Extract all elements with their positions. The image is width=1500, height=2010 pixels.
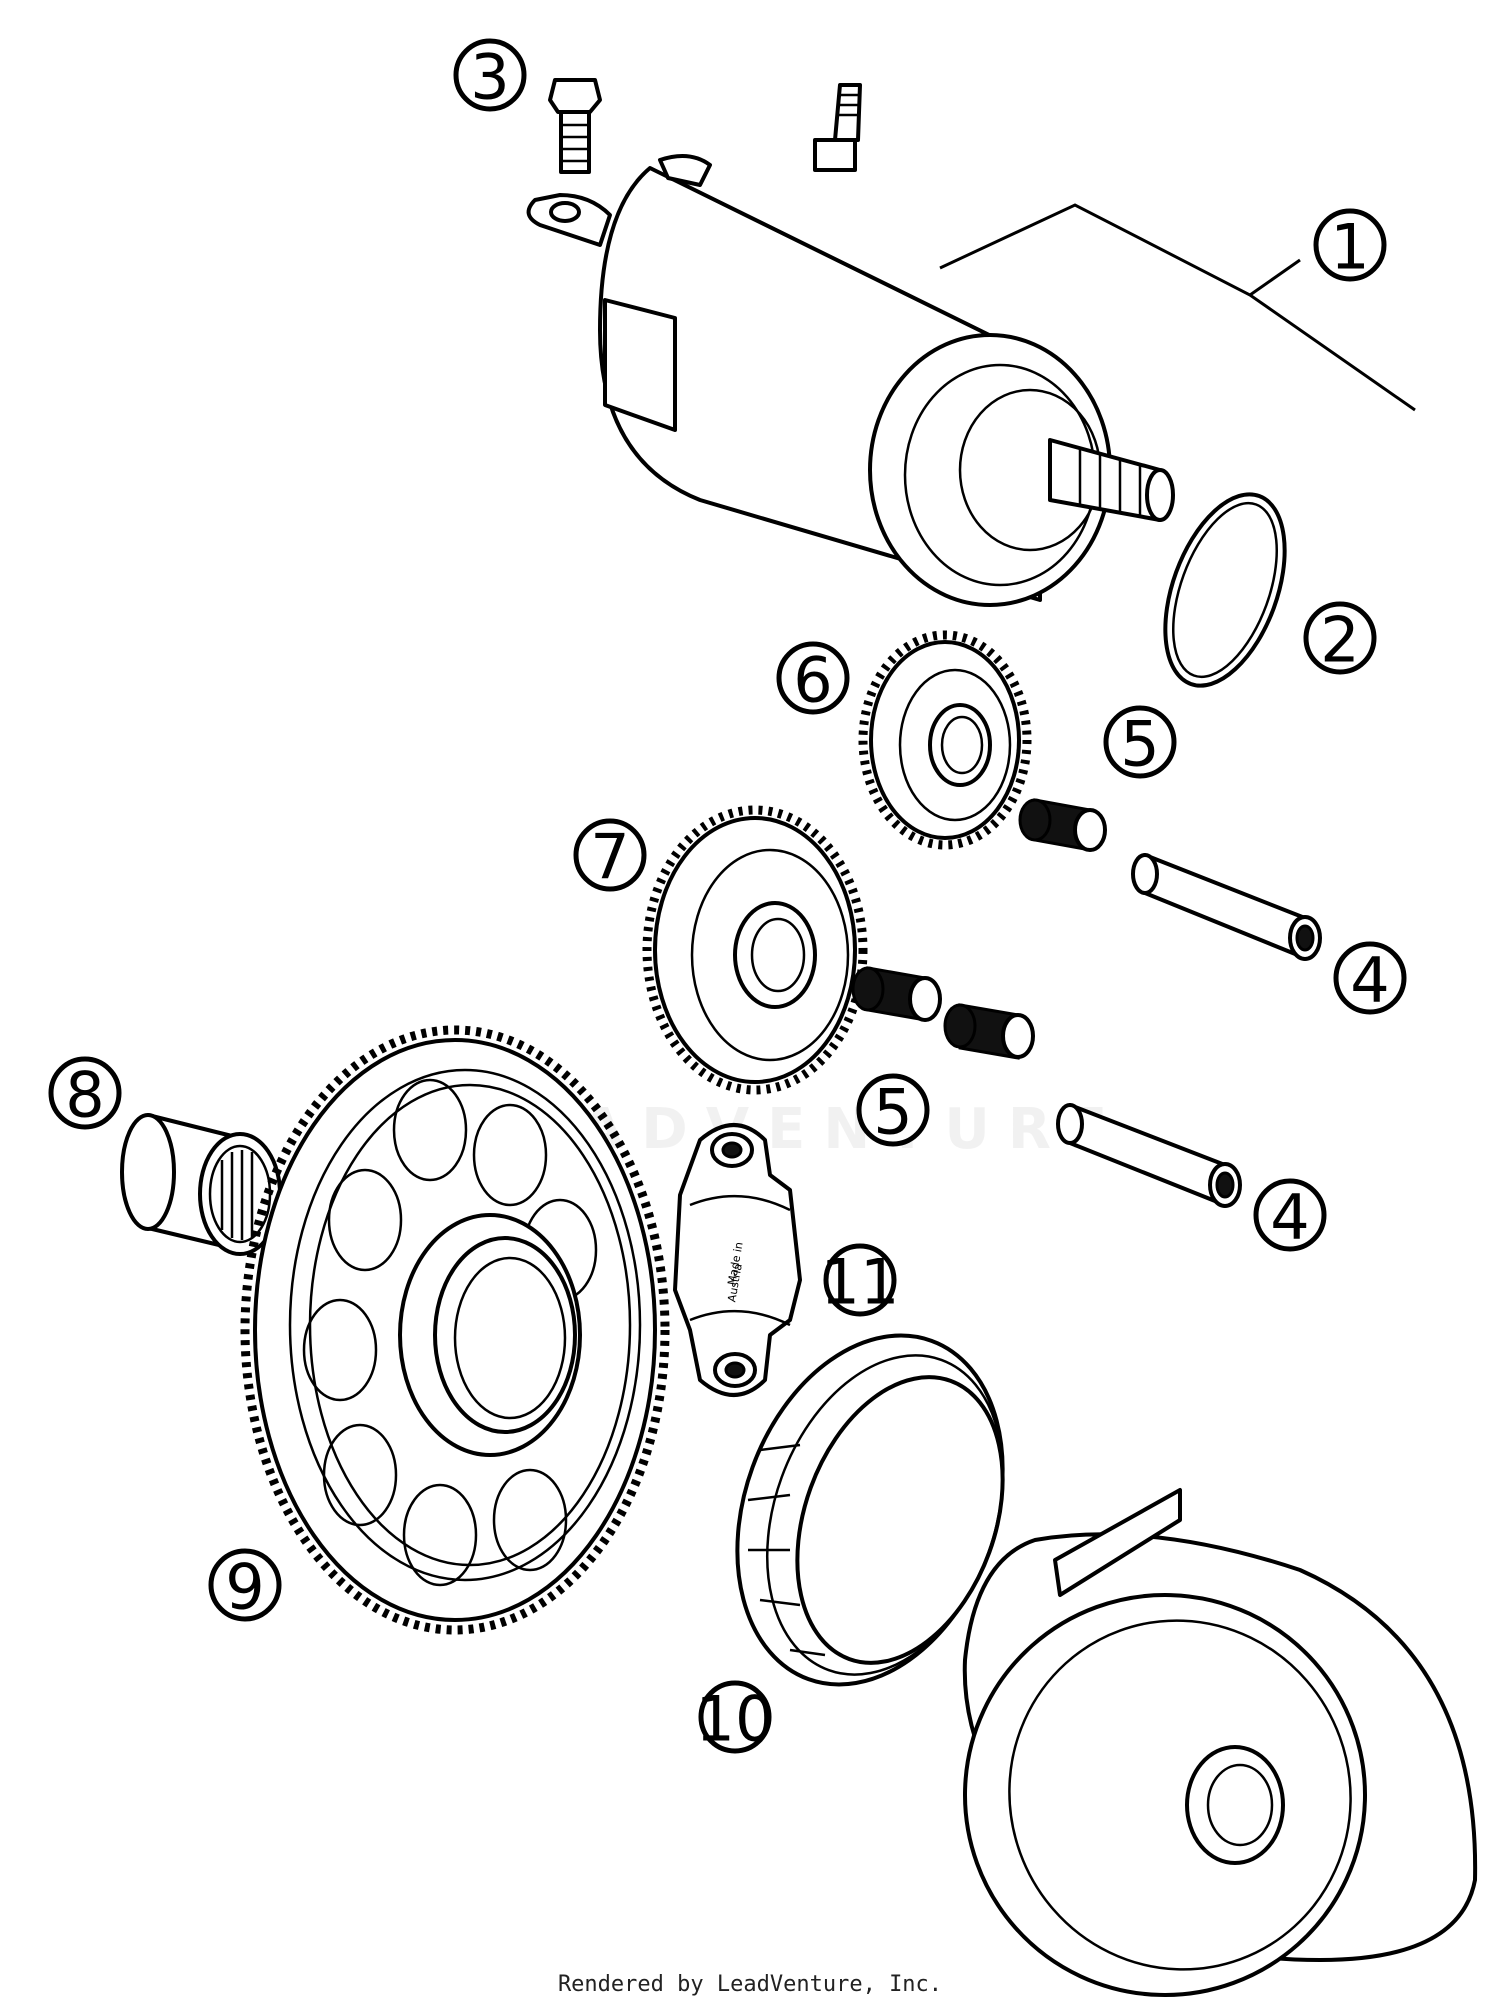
svg-text:4: 4 [1270,1181,1309,1254]
pins [1056,853,1322,1208]
svg-text:9: 9 [225,1551,264,1624]
callout-3: 3 [453,38,527,114]
svg-text:5: 5 [1120,708,1159,781]
callout-4-upper: 4 [1333,941,1407,1017]
callout-4-lower: 4 [1253,1178,1327,1254]
roller-bearing [120,1113,282,1256]
bolt [548,78,602,174]
svg-text:6: 6 [793,644,832,717]
starter-motor [526,83,1416,607]
svg-text:10: 10 [696,1683,775,1756]
callout-6: 6 [776,641,850,717]
callout-11: 11 [821,1243,900,1319]
svg-text:5: 5 [873,1076,912,1149]
bracket-plate: Made in Austria [673,1123,802,1397]
svg-text:3: 3 [470,41,509,114]
callout-8: 8 [48,1056,122,1132]
callout-5-lower: 5 [856,1073,930,1149]
o-ring [1163,492,1287,688]
medium-idler-gear [642,805,868,1095]
callout-9: 9 [208,1548,282,1624]
callout-7: 7 [573,818,647,894]
svg-text:7: 7 [590,821,629,894]
svg-text:4: 4 [1350,944,1389,1017]
svg-text:1: 1 [1330,211,1369,284]
credit-footer: Rendered by LeadVenture, Inc. [557,1972,943,1997]
svg-text:11: 11 [821,1246,900,1319]
callout-10: 10 [696,1680,775,1756]
callout-5-upper: 5 [1103,705,1177,781]
freewheel-ring [735,1333,1005,1687]
svg-text:8: 8 [65,1059,104,1132]
callout-1: 1 [1313,208,1387,284]
callout-2: 2 [1303,601,1377,677]
flywheel-rotor [962,1488,1478,1997]
large-starter-gear [240,1025,670,1635]
needle-bearings [851,798,1107,1060]
svg-text:2: 2 [1320,604,1359,677]
small-idler-gear [858,630,1032,850]
